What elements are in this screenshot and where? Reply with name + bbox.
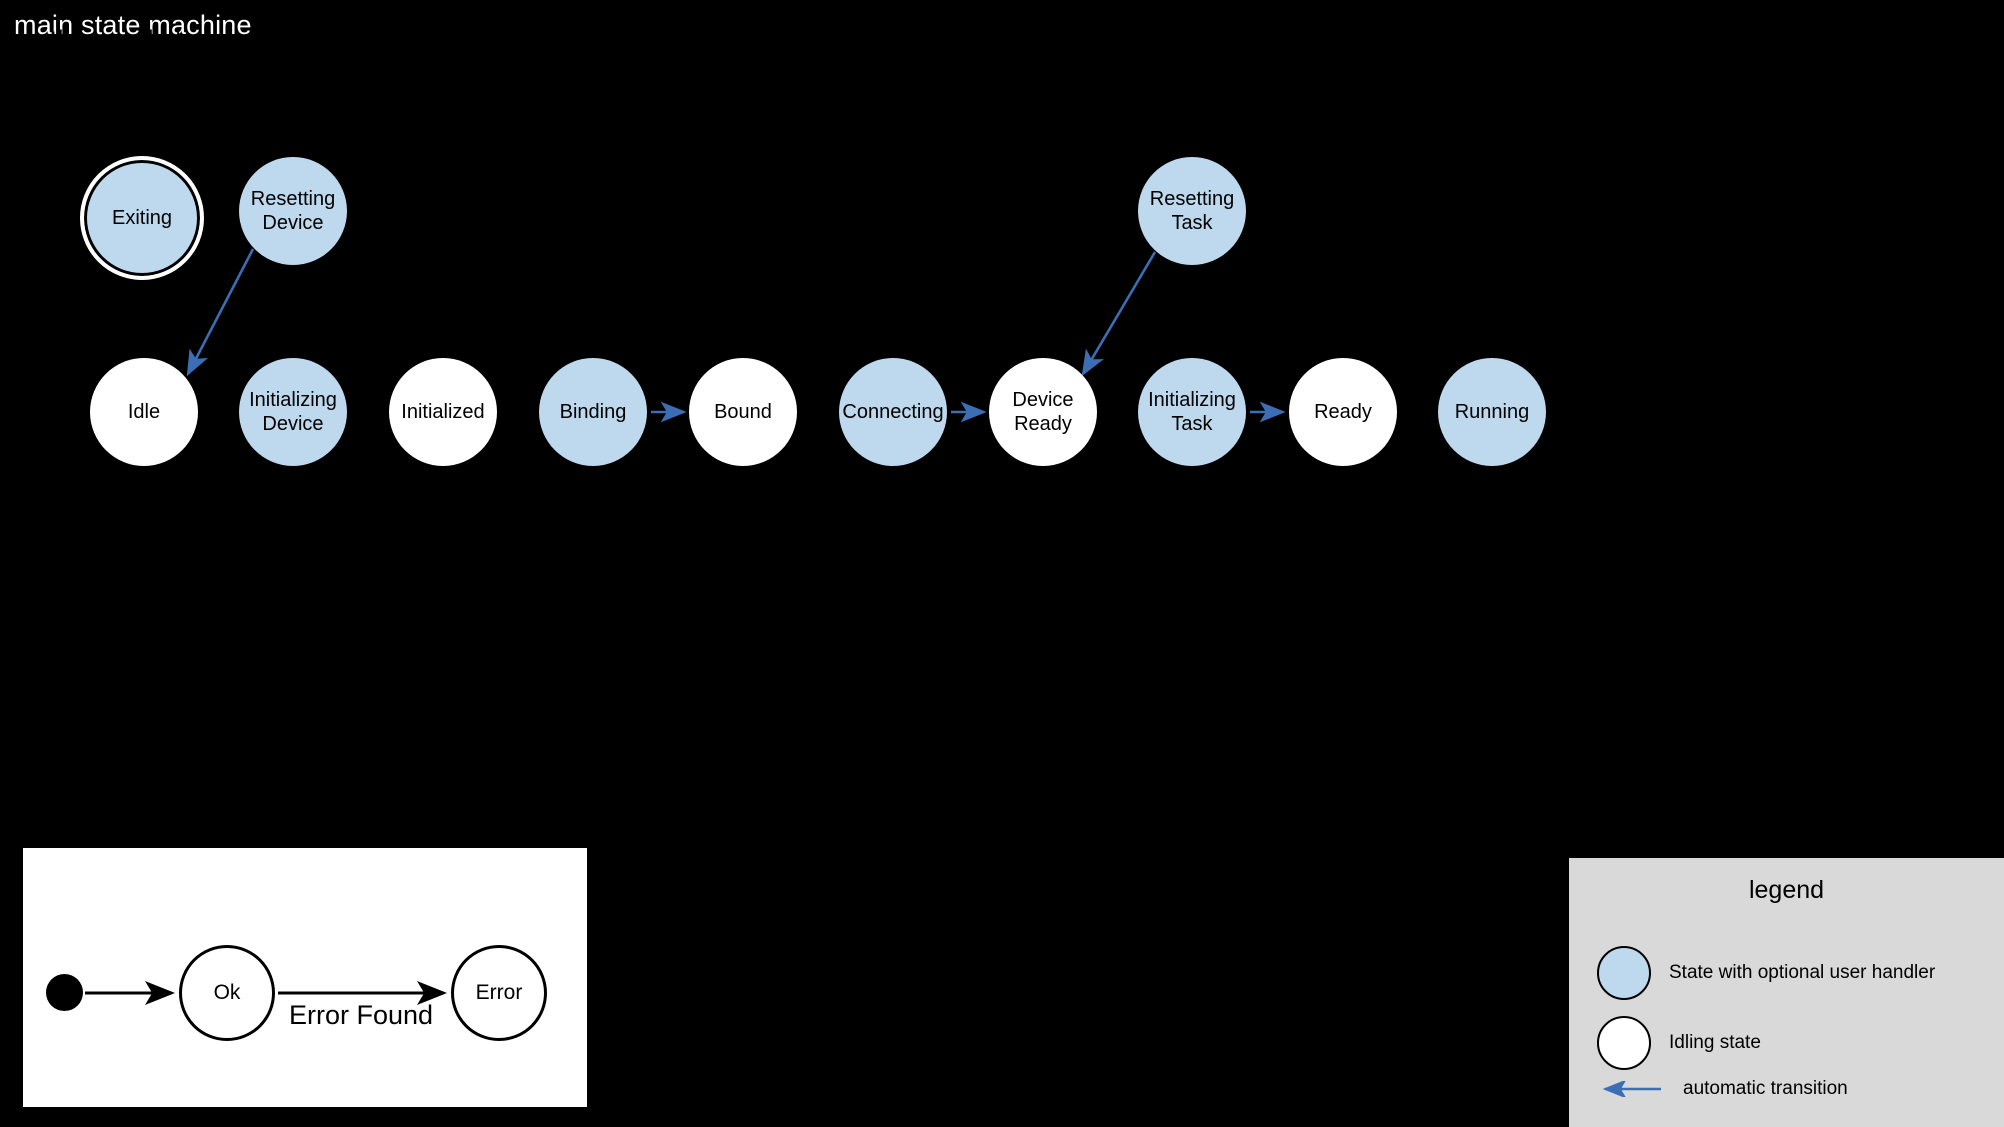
state-node-label: Initializing Task [1148, 388, 1236, 435]
state-node-running[interactable]: Running [1438, 358, 1546, 466]
state-node-label: Bound [714, 400, 772, 423]
legend-item-state-with-handler: State with optional user handler [1597, 946, 1935, 1000]
white-circle-icon [1597, 1016, 1651, 1070]
state-node-idle[interactable]: Idle [90, 358, 198, 466]
ortho-node-ok[interactable]: Ok [179, 945, 275, 1041]
state-node-label: Resetting Task [1149, 187, 1235, 234]
state-node-label: Initializing Device [249, 388, 337, 435]
legend-title: legend [1748, 876, 1825, 904]
state-node-label: Idle [127, 400, 161, 423]
ortho-edge-label: Error Found [289, 1000, 434, 1030]
left-arrow-icon [1602, 1081, 1661, 1097]
state-node-initialized[interactable]: Initialized [389, 358, 497, 466]
state-node-bound[interactable]: Bound [689, 358, 797, 466]
state-node-label: Resetting Device [250, 187, 336, 234]
legend-item-label: Idling state [1669, 1032, 1761, 1053]
state-node-resetting-device[interactable]: Resetting Device [239, 157, 347, 265]
ortho-node-error-label: Error [475, 981, 523, 1004]
state-node-initializing-device[interactable]: Initializing Device [239, 358, 347, 466]
transition-edge-resetting-task-to-device-ready [1081, 251, 1157, 377]
state-node-label: Exiting [111, 206, 173, 229]
state-node-binding[interactable]: Binding [539, 358, 647, 466]
legend-item-automatic-transition: automatic transition [1597, 1078, 1848, 1100]
state-node-resetting-task[interactable]: Resetting Task [1138, 157, 1246, 265]
state-node-label: Running [1454, 400, 1530, 423]
ortho-node-error[interactable]: Error [451, 945, 547, 1041]
legend-panel: legend State with optional user handler … [1569, 858, 2004, 1127]
ortho-node-ok-label: Ok [213, 981, 241, 1004]
legend-item-idling-state: Idling state [1597, 1016, 1761, 1070]
blue-circle-icon [1597, 946, 1651, 1000]
state-node-device-ready[interactable]: Device Ready [989, 358, 1097, 466]
state-node-connecting[interactable]: Connecting [839, 358, 947, 466]
legend-item-label: automatic transition [1683, 1078, 1848, 1099]
state-node-ready[interactable]: Ready [1289, 358, 1397, 466]
page-title: main state machine [14, 10, 252, 40]
state-node-label: Binding [559, 400, 627, 423]
orthogonal-panel-title: orthogonal state machine [26, 25, 330, 55]
state-node-label: Connecting [842, 400, 944, 423]
state-node-initializing-task[interactable]: Initializing Task [1138, 358, 1246, 466]
state-node-label: Device Ready [1012, 388, 1074, 435]
state-node-label: Initialized [401, 400, 485, 423]
state-node-label: Ready [1314, 400, 1372, 423]
legend-item-label: State with optional user handler [1669, 962, 1936, 983]
initial-state-dot-icon [46, 974, 83, 1011]
transition-edge-resetting-device-to-idle [186, 248, 255, 377]
state-node-exiting[interactable]: Exiting [80, 156, 204, 280]
